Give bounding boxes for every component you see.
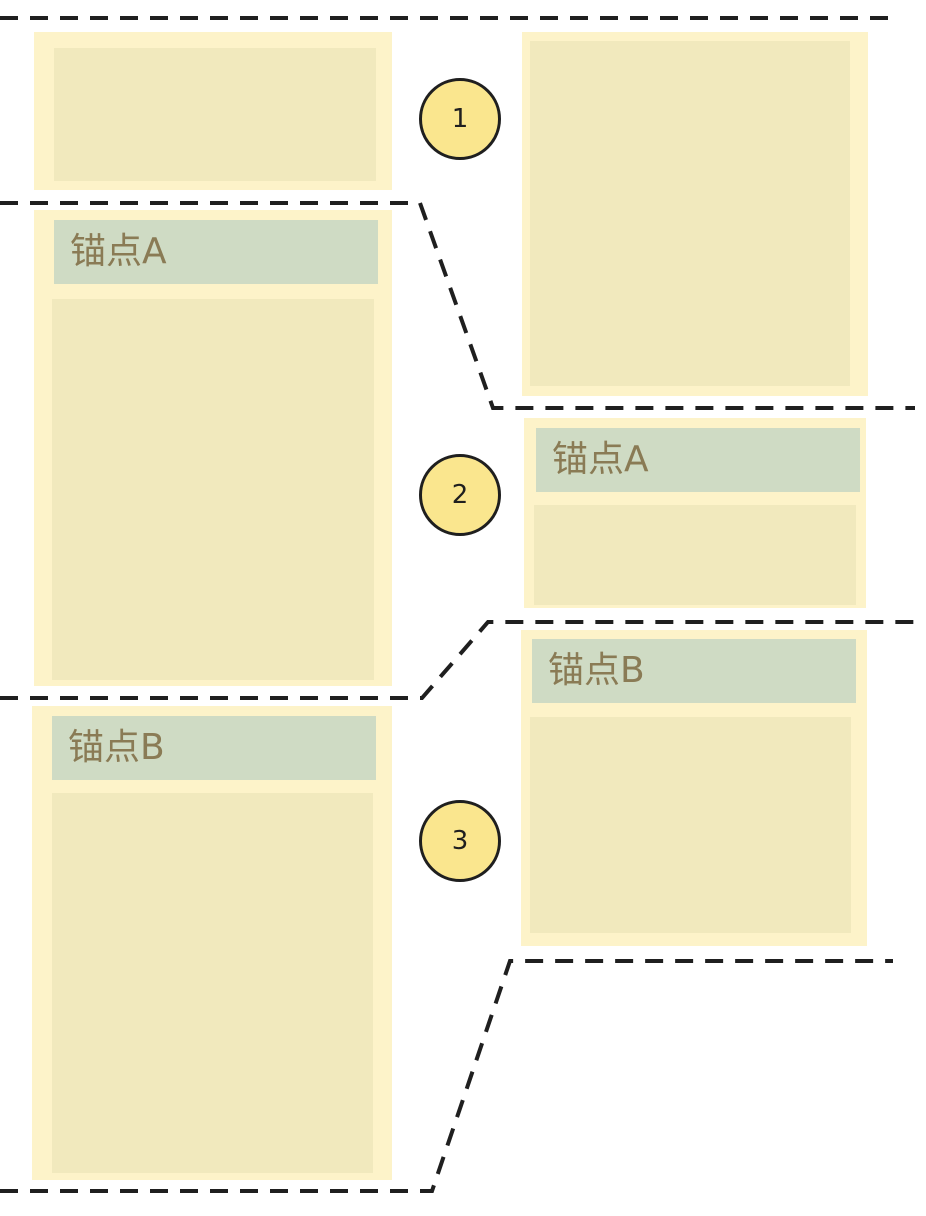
- right-anchor-a-label: 锚点A: [536, 428, 860, 492]
- right-block-3-inner: [530, 717, 851, 933]
- left-block-2: 锚点A: [34, 210, 392, 686]
- right-block-2-inner: [534, 505, 856, 605]
- right-block-3: 锚点B: [521, 630, 867, 946]
- right-block-1: [522, 32, 868, 396]
- anchor-a-connector-line: [0, 201, 915, 410]
- left-block-3-inner: [52, 793, 373, 1173]
- left-block-1: [34, 32, 392, 190]
- bottom-connector-line: [0, 959, 893, 1193]
- left-block-2-inner: [52, 299, 374, 680]
- left-block-3: 锚点B: [32, 706, 392, 1180]
- right-anchor-b-label: 锚点B: [532, 639, 856, 703]
- left-block-1-inner: [54, 48, 376, 181]
- step-3-badge: 3: [419, 800, 501, 882]
- step-2-badge: 2: [419, 454, 501, 536]
- left-anchor-a-label: 锚点A: [54, 220, 378, 284]
- right-block-2: 锚点A: [524, 418, 866, 608]
- step-1-badge: 1: [419, 78, 501, 160]
- anchor-b-connector-line: [0, 620, 915, 700]
- right-block-1-inner: [530, 41, 850, 386]
- left-anchor-b-label: 锚点B: [52, 716, 376, 780]
